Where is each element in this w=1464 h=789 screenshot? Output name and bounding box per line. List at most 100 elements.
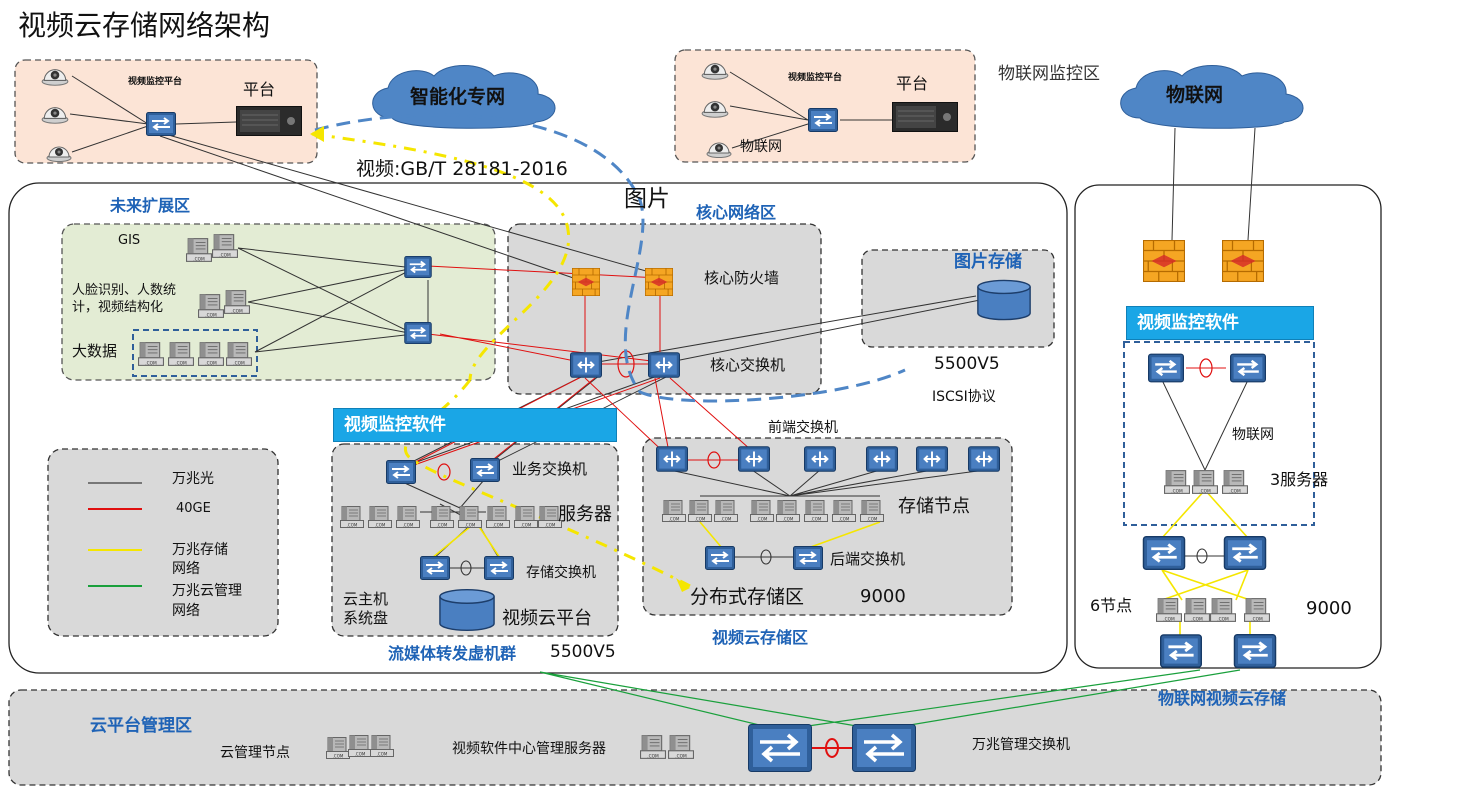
iot-cloud-label: 物联网 [1166, 84, 1224, 106]
right-lag-ring [1199, 358, 1213, 378]
front-lag-ring [707, 451, 721, 469]
bigdata-label: 大数据 [72, 342, 118, 360]
core-switch-label: 核心交换机 [710, 356, 786, 374]
picture-label: 图片 [624, 186, 670, 212]
gbt-label: 视频:GB/T 28181-2016 [356, 158, 568, 180]
storage-node-label: 存储节点 [898, 496, 970, 517]
dist-storage-label: 分布式存储区 [690, 586, 805, 608]
nvr-platform-icon [236, 105, 302, 137]
bigdata-box [132, 329, 258, 377]
legend-lines [88, 482, 142, 587]
store-sw-lag-ring [460, 560, 472, 576]
v5500-b-label: 5500V5 [550, 642, 616, 662]
legend-label-3b: 网络 [172, 603, 200, 619]
gis-label: GIS [118, 233, 141, 248]
biz-switch-icon [386, 460, 416, 484]
n9000-a-label: 9000 [860, 586, 906, 607]
access-switch-icon [808, 108, 838, 132]
server-icon [326, 736, 350, 760]
top-left-zone [14, 59, 318, 164]
access-switch-icon [146, 112, 176, 136]
server-icon [138, 342, 164, 366]
video-cloud-platform-label: 视频云平台 [502, 608, 592, 629]
server-icon [714, 500, 738, 522]
switch-icon [404, 256, 432, 278]
server-icon [1192, 470, 1218, 494]
right-9000-label: 9000 [1306, 598, 1352, 619]
right-vms-banner: 视频监控软件 [1126, 306, 1314, 340]
nvr-platform-icon [892, 101, 958, 133]
server-icon [668, 735, 694, 760]
pic-storage-zone [861, 249, 1055, 348]
iscsi-label: ISCSI协议 [932, 389, 996, 405]
server-icon [662, 500, 686, 522]
server-icon [348, 734, 372, 758]
biz-lag-ring [437, 463, 451, 481]
server-icon [198, 342, 224, 366]
vms-banner: 视频监控软件 [333, 408, 617, 442]
legend-label-2b: 网络 [172, 561, 200, 577]
server-icon [514, 506, 538, 528]
face-label: 人脸识别、人数统 [72, 283, 177, 298]
core-switch-icon [648, 352, 680, 378]
back-switch-icon [792, 546, 824, 570]
servers3-label: 3服务器 [1270, 470, 1329, 489]
mgmt-switch-icon [748, 724, 812, 772]
front-switch-icon [916, 446, 948, 472]
server-icon [750, 500, 774, 522]
nodes6-label: 6节点 [1090, 596, 1133, 615]
right-iot-label: 物联网 [1232, 427, 1274, 443]
smart-network-cloud-label: 智能化专网 [410, 86, 506, 108]
top-right-zone [674, 49, 976, 163]
future-zone-label: 未来扩展区 [110, 196, 191, 215]
server-icon [226, 342, 252, 366]
server-icon [168, 342, 194, 366]
server-icon [832, 500, 856, 522]
cloud-host-label: 云主机 [343, 590, 389, 608]
server-icon [1222, 470, 1248, 494]
legend-label-1: 40GE [176, 501, 211, 516]
firewall-icon [571, 268, 601, 296]
firewall-icon [644, 268, 674, 296]
server-icon [1210, 598, 1236, 622]
core-zone [507, 223, 822, 395]
switch-icon [1230, 352, 1266, 384]
storage-zone [642, 437, 1013, 616]
server-icon [396, 506, 420, 528]
front-switch-icon [656, 446, 688, 472]
switch-icon [1232, 634, 1278, 668]
iot-monitor-zone-label: 物联网监控区 [998, 64, 1100, 84]
video-cloud-zone-label: 视频云存储区 [712, 628, 809, 647]
server-icon [458, 506, 482, 528]
server-icon [370, 734, 394, 758]
face-label-2: 计，视频结构化 [72, 300, 164, 315]
legend-label-3: 万兆云管理 [172, 583, 242, 599]
cloud-mgmt-zone-label: 云平台管理区 [90, 716, 192, 736]
storage-switch-label: 存储交换机 [526, 565, 596, 581]
legend-label-2: 万兆存储 [172, 542, 228, 558]
tl-platform-small: 视频监控平台 [128, 77, 183, 87]
mgmt-switch-icon [852, 724, 916, 772]
system-disk-icon [439, 588, 495, 632]
core-zone-label: 核心网络区 [696, 203, 777, 222]
storage-disk-icon [977, 279, 1031, 321]
server-icon [186, 238, 212, 262]
tl-platform: 平台 [243, 80, 276, 99]
biz-switch-icon [470, 458, 500, 482]
server-icon [804, 500, 828, 522]
back-lag-ring [760, 549, 772, 565]
mgmt-lag-ring [825, 738, 839, 758]
server-icon [486, 506, 510, 528]
front-switch-icon [968, 446, 1000, 472]
front-switch-icon [804, 446, 836, 472]
legend-label-0: 万兆光 [172, 471, 214, 487]
tr-platform: 平台 [896, 74, 929, 93]
vms-center-label: 视频软件中心管理服务器 [452, 741, 606, 757]
mgmt-switch-label: 万兆管理交换机 [972, 737, 1070, 753]
tr-iot-label: 物联网 [740, 139, 782, 155]
server-icon [688, 500, 712, 522]
iot-cloud [1120, 65, 1304, 129]
biz-switch-label: 业务交换机 [512, 460, 588, 478]
server-icon [368, 506, 392, 528]
